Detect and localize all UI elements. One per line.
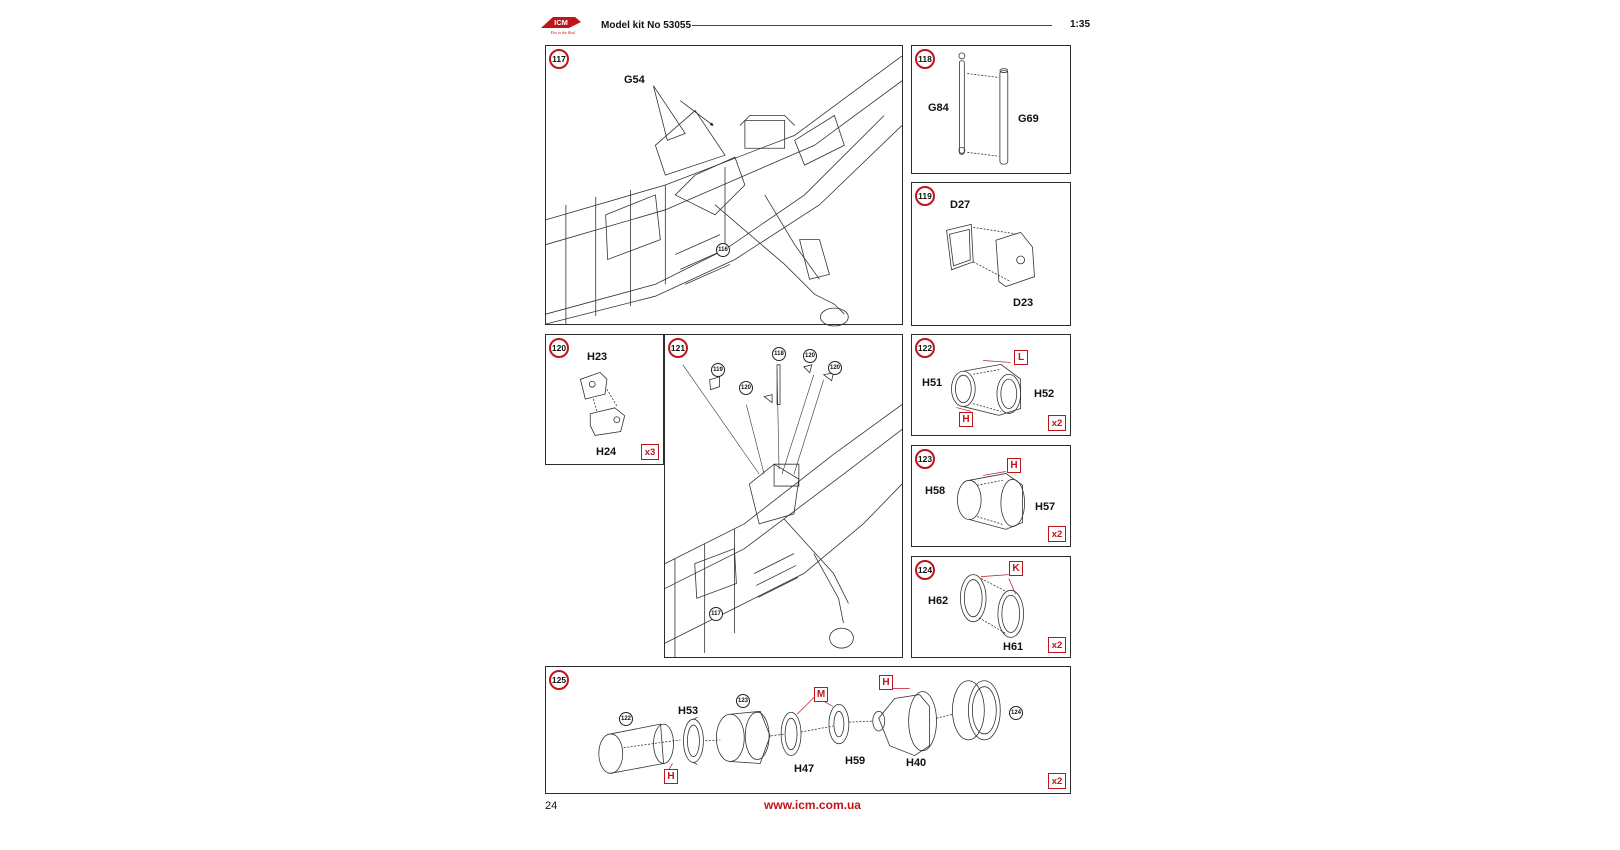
step-118-panel: 118 G84 G69 (911, 45, 1071, 174)
step-125-panel: 125 H53 H47 H59 H40 H M H 122 123 124 x2 (545, 666, 1071, 794)
part-label-h53: H53 (678, 705, 699, 717)
page-header: ICM Fits in the Real Model kit No 53055 … (535, 14, 1090, 36)
part-label-g84: G84 (928, 102, 949, 114)
nozzle-shroud-drawing (912, 446, 1070, 546)
part-label-g54: G54 (624, 74, 645, 86)
header-rule (692, 25, 1052, 26)
paint-mark-h: H (879, 675, 893, 690)
part-label-h52: H52 (1034, 388, 1055, 400)
quantity-badge: x2 (1048, 415, 1066, 431)
step-number-badge: 118 (915, 49, 935, 69)
nozzle-ring-drawing (912, 335, 1070, 435)
part-label-h23: H23 (587, 351, 608, 363)
paint-mark-h: H (959, 412, 973, 427)
step-number-badge: 122 (915, 338, 935, 358)
page-number: 24 (545, 800, 558, 812)
step-number-badge: 125 (549, 670, 569, 690)
step-number-badge: 117 (549, 49, 569, 69)
bracket-small-drawing (546, 335, 663, 464)
quantity-badge: x2 (1048, 637, 1066, 653)
quantity-badge: x3 (641, 444, 659, 460)
svg-text:Fits in the Real: Fits in the Real (550, 30, 576, 35)
part-label-h47: H47 (794, 763, 815, 775)
part-label-h51: H51 (922, 377, 943, 389)
paint-mark-h: H (1007, 458, 1021, 473)
ref-step-116: 116 (716, 243, 730, 257)
ref-step-120: 120 (739, 381, 753, 395)
ref-step-124: 124 (1009, 706, 1023, 720)
quantity-badge: x2 (1048, 526, 1066, 542)
paint-mark-l: L (1014, 350, 1028, 365)
ring-pair-drawing (912, 557, 1070, 657)
ref-step-118: 118 (772, 347, 786, 361)
ref-step-117: 117 (709, 607, 723, 621)
step-number-badge: 119 (915, 186, 935, 206)
quantity-badge: x2 (1048, 773, 1066, 789)
step-117-panel: 117 G54 116 (545, 45, 903, 325)
rods-drawing (912, 46, 1070, 173)
part-label-g69: G69 (1018, 113, 1039, 125)
bracket-drawing (912, 183, 1070, 325)
paint-mark-m: M (814, 687, 828, 702)
part-label-h62: H62 (928, 595, 949, 607)
kit-scale: 1:35 (1069, 19, 1090, 30)
part-label-h40: H40 (906, 757, 927, 769)
step-number-badge: 124 (915, 560, 935, 580)
step-number-badge: 120 (549, 338, 569, 358)
ref-step-122: 122 (619, 712, 633, 726)
part-label-h24: H24 (596, 446, 617, 458)
paint-mark-k: K (1009, 561, 1023, 576)
svg-text:ICM: ICM (554, 18, 568, 27)
paint-mark-h: H (664, 769, 678, 784)
step-number-badge: 121 (668, 338, 688, 358)
part-label-d23: D23 (1013, 297, 1034, 309)
ref-step-120: 120 (828, 361, 842, 375)
kit-title: Model kit No 53055 (601, 20, 692, 31)
step-124-panel: 124 H62 H61 K x2 (911, 556, 1071, 658)
icm-logo: ICM Fits in the Real (539, 14, 583, 36)
step-number-badge: 123 (915, 449, 935, 469)
step-122-panel: 122 H51 H52 L H x2 (911, 334, 1071, 436)
ref-step-119: 119 (711, 363, 725, 377)
part-label-h61: H61 (1003, 641, 1024, 653)
instruction-page: ICM Fits in the Real Model kit No 53055 … (535, 0, 1090, 850)
ref-step-120: 120 (803, 349, 817, 363)
part-label-h59: H59 (845, 755, 866, 767)
step-119-panel: 119 D27 D23 (911, 182, 1071, 326)
fuselage-assembly-drawing (665, 335, 902, 657)
step-121-panel: 121 119 120 118 120 120 117 (664, 334, 903, 658)
part-label-h57: H57 (1035, 501, 1056, 513)
fuselage-drawing (546, 46, 902, 324)
part-label-h58: H58 (925, 485, 946, 497)
step-123-panel: 123 H58 H57 H x2 (911, 445, 1071, 547)
website-link[interactable]: www.icm.com.ua (764, 798, 861, 812)
part-label-d27: D27 (950, 199, 971, 211)
step-120-panel: 120 H23 H24 x3 (545, 334, 664, 465)
ref-step-123: 123 (736, 694, 750, 708)
